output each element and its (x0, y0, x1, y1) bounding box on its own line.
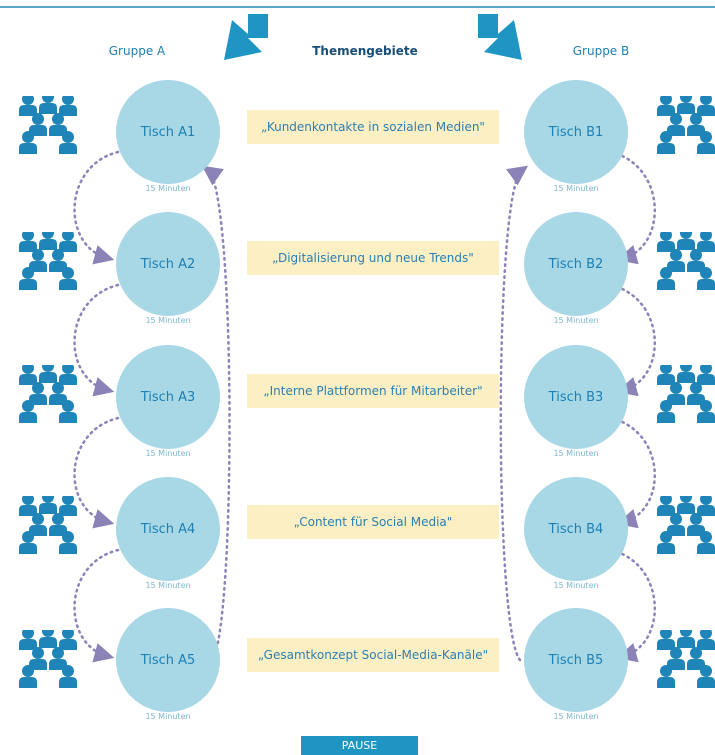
arrow-down-right-icon (478, 14, 522, 60)
table-b3: Tisch B3 (524, 345, 628, 449)
table-a3: Tisch A3 (116, 345, 220, 449)
people-group-icon (14, 496, 82, 558)
arrow-a1-a2 (73, 150, 120, 265)
people-group-icon (652, 365, 715, 427)
group-b-label: Gruppe B (572, 44, 630, 58)
people-group-icon (14, 232, 82, 294)
group-a-label: Gruppe A (108, 44, 166, 58)
header-arrows (224, 14, 522, 60)
arrow-b1-b2 (609, 150, 656, 265)
arrow-b2-b3 (609, 283, 656, 397)
topic-3: „Interne Plattformen für Mitarbeiter" (247, 374, 499, 408)
topic-4: „Content für Social Media" (247, 505, 499, 539)
topic-1: „Kundenkontakte in sozialen Medien" (247, 110, 499, 144)
duration-a1: 15 Minuten (145, 184, 191, 193)
table-a2: Tisch A2 (116, 212, 220, 316)
duration-a3: 15 Minuten (145, 449, 191, 458)
table-b1: Tisch B1 (524, 80, 628, 184)
topics-heading: Themengebiete (312, 44, 418, 58)
duration-b4: 15 Minuten (553, 581, 599, 590)
people-group-icon (652, 630, 715, 692)
table-b5: Tisch B5 (524, 608, 628, 712)
table-a5: Tisch A5 (116, 608, 220, 712)
arrow-a4-a5 (73, 548, 120, 663)
duration-a2: 15 Minuten (145, 316, 191, 325)
table-b4: Tisch B4 (524, 477, 628, 581)
arrow-b3-b4 (609, 416, 656, 529)
arrow-b5-b1 (499, 165, 529, 662)
arrow-a3-a4 (73, 416, 120, 529)
arrow-a2-a3 (73, 283, 120, 397)
arrow-down-left-icon (224, 14, 268, 60)
pause-banner: PAUSE (301, 736, 418, 755)
topic-2: „Digitalisierung und neue Trends" (247, 241, 499, 275)
duration-b2: 15 Minuten (553, 316, 599, 325)
arrow-a5-a1 (201, 165, 231, 662)
table-a4: Tisch A4 (116, 477, 220, 581)
topic-5: „Gesamtkonzept Social-Media-Kanäle" (247, 638, 499, 672)
people-group-icon (14, 630, 82, 692)
duration-a4: 15 Minuten (145, 581, 191, 590)
arrow-b4-b5 (609, 548, 656, 663)
duration-b3: 15 Minuten (553, 449, 599, 458)
table-a1: Tisch A1 (116, 80, 220, 184)
duration-b5: 15 Minuten (553, 712, 599, 721)
duration-a5: 15 Minuten (145, 712, 191, 721)
people-group-icon (14, 96, 82, 158)
table-b2: Tisch B2 (524, 212, 628, 316)
duration-b1: 15 Minuten (553, 184, 599, 193)
people-group-icon (652, 96, 715, 158)
top-divider (0, 6, 715, 8)
people-group-icon (652, 232, 715, 294)
people-group-icon (652, 496, 715, 558)
people-group-icon (14, 365, 82, 427)
